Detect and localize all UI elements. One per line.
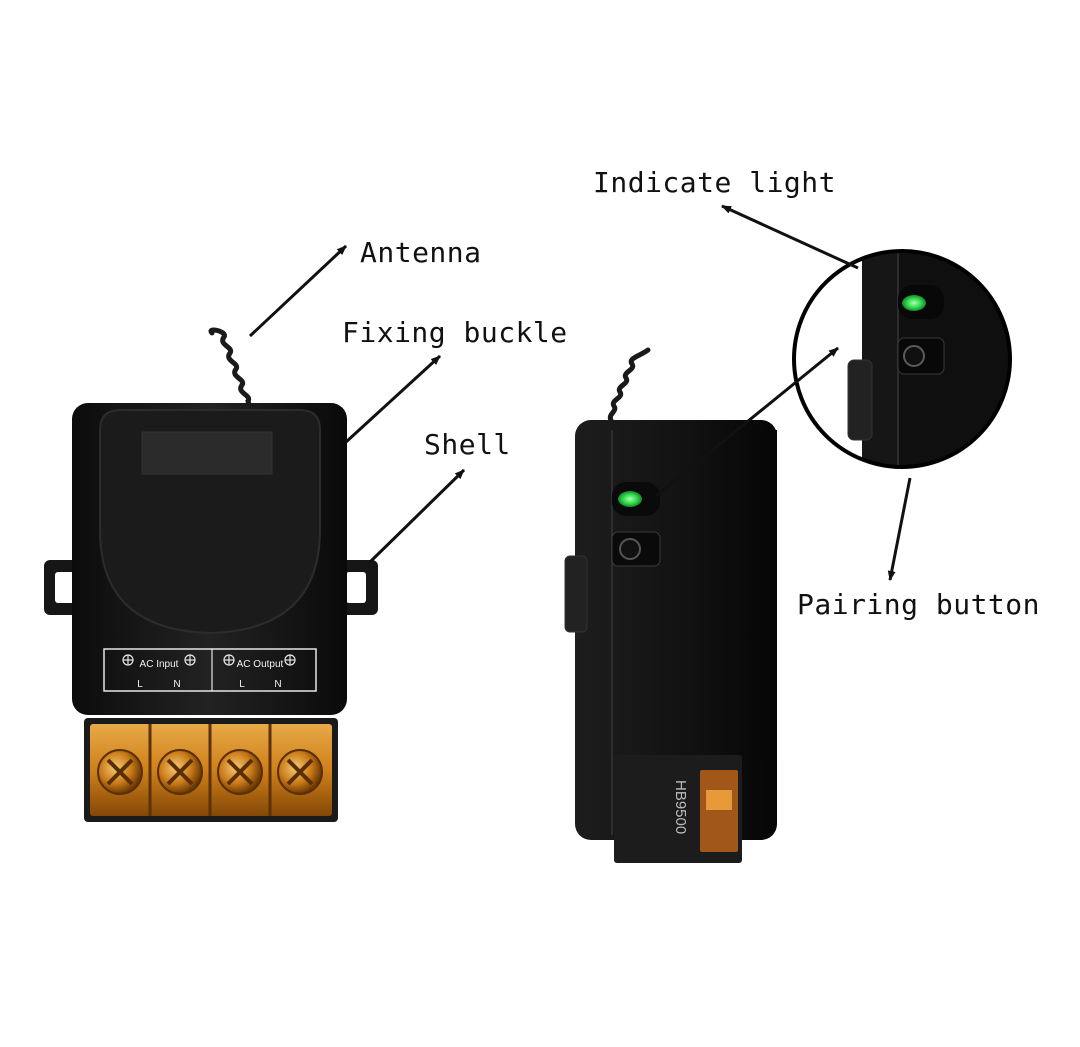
front-view-device: AC Input AC Output L N L N [44, 327, 378, 822]
pairing-button-label: Pairing button [797, 588, 1041, 621]
side-fixing-buckle [564, 555, 588, 633]
pairing-button-arrow [887, 477, 912, 581]
zoom-link-line [655, 346, 839, 498]
terminal-label-panel: AC Input AC Output L N L N [103, 648, 317, 692]
antenna-arrow [248, 244, 348, 338]
terminal-n-input: N [173, 679, 180, 690]
terminal-screws [97, 749, 323, 795]
zoom-indicator-led [902, 295, 926, 311]
zoom-pairing-button [903, 345, 925, 367]
terminal-l-output: L [239, 679, 245, 690]
side-antenna-coil [607, 347, 651, 425]
side-indicator-led [618, 491, 642, 507]
zoom-inset [792, 249, 1012, 469]
antenna-coil [208, 327, 253, 411]
terminal-n-output: N [274, 679, 281, 690]
callout-arrows [248, 204, 912, 581]
fixing-buckle-arrow [344, 354, 442, 444]
front-window [141, 431, 273, 475]
terminal-l-input: L [137, 679, 143, 690]
module-serial: HB9500 [672, 780, 689, 834]
antenna-label: Antenna [360, 236, 482, 269]
indicate-light-label: Indicate light [593, 166, 837, 199]
side-view-device: HB9500 [564, 347, 777, 863]
indicate-light-arrow [721, 204, 859, 270]
side-shell [575, 420, 777, 840]
ac-output-label: AC Output [237, 659, 284, 670]
shell-arrow [368, 468, 466, 564]
ac-input-label: AC Input [140, 659, 179, 670]
fixing-buckle-label: Fixing buckle [342, 316, 568, 349]
side-pairing-button [619, 538, 641, 560]
shell-label: Shell [424, 428, 511, 461]
